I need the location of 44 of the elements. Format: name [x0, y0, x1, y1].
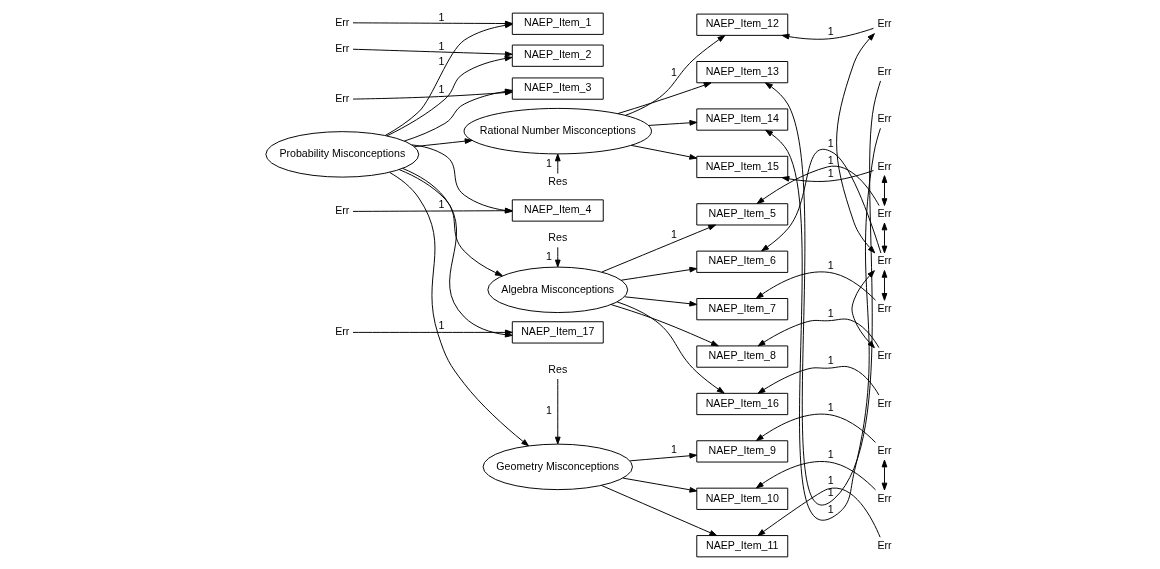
edge-label: 1	[827, 167, 834, 180]
edge-label: 1	[827, 400, 834, 413]
edge-label: 1	[670, 65, 677, 78]
edge-label: 1	[670, 228, 677, 241]
node-text: Err	[876, 538, 892, 551]
edge-label: 1	[545, 249, 552, 262]
edge-label: 1	[827, 137, 834, 150]
edge-label: 1	[438, 55, 444, 68]
node-text: Err	[334, 15, 349, 28]
edge-label: 1	[827, 503, 834, 516]
edge-label: 1	[438, 198, 444, 211]
node-text: Res	[547, 175, 567, 188]
node-text: Err	[876, 112, 892, 125]
edge-label: 1	[827, 354, 834, 367]
node-text: Err	[876, 444, 892, 457]
edge-label: 1	[827, 447, 834, 460]
edge-label: 1	[827, 306, 834, 319]
edge-label: 1	[438, 319, 444, 332]
node-text: Err	[876, 254, 892, 267]
node-text: Err	[876, 396, 892, 409]
edge-label: 1	[827, 474, 834, 487]
node-text: Err	[876, 17, 892, 30]
node-text: Err	[876, 64, 892, 77]
edge-label: 1	[545, 156, 552, 169]
edge-label: 1	[827, 25, 834, 38]
edge-label: 1	[545, 404, 552, 417]
edge-label: 1	[670, 443, 677, 456]
node-text: Err	[334, 41, 349, 54]
edge-label: 1	[827, 259, 834, 272]
edge-label: 1	[827, 485, 834, 498]
edge-label: 1	[438, 10, 444, 23]
edge-label: 1	[438, 83, 444, 96]
node-text: Err	[334, 91, 349, 104]
node-text: Err	[876, 207, 892, 220]
node-text: Res	[547, 362, 567, 375]
node-text: Err	[876, 159, 892, 172]
node-text: Res	[547, 231, 567, 244]
node-text: Err	[334, 204, 349, 217]
node-text: Err	[334, 325, 349, 338]
node-text: Err	[876, 491, 892, 504]
edge-label: 1	[438, 39, 444, 52]
node-text: Err	[876, 349, 892, 362]
edge-label: 1	[827, 153, 834, 166]
node-text: Err	[876, 301, 892, 314]
